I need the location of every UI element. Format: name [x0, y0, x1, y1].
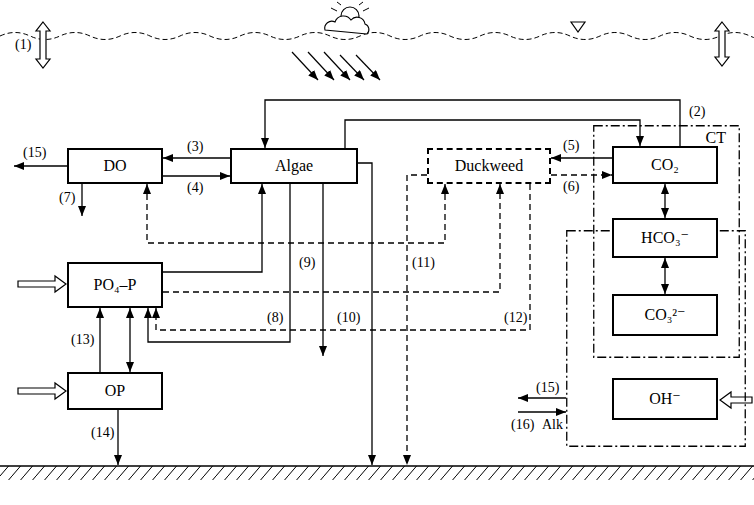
callout-number: (16)	[510, 417, 535, 433]
region-outline	[594, 126, 740, 358]
callout-number: (8)	[266, 310, 284, 326]
node-label: HCO₃⁻	[641, 229, 689, 247]
loss-arrow	[81, 184, 82, 216]
state-box: Algae	[230, 148, 358, 184]
light-ray	[292, 52, 318, 80]
input-arrow	[720, 392, 752, 408]
light-ray	[324, 52, 350, 80]
node-label: OP	[105, 382, 125, 400]
input-arrow	[18, 276, 66, 292]
region-label: Alk	[542, 417, 563, 433]
node-label: CO₂	[651, 156, 679, 174]
ct-region: CT CO₂ HCO₃⁻ CO₃²⁻	[593, 125, 740, 358]
flow-arrow	[148, 184, 290, 342]
callout-number: (7)	[58, 190, 76, 206]
species-box: HCO₃⁻	[612, 218, 718, 258]
flow-arrow	[156, 184, 530, 330]
callout-number: (1)	[14, 37, 32, 53]
species-box: CO₃²⁻	[612, 294, 718, 336]
node-label: Algae	[275, 157, 313, 175]
region-label: CT	[706, 129, 726, 147]
callout-number: (13)	[70, 332, 95, 348]
flow-arrow	[551, 157, 612, 158]
callout-number: (10)	[336, 310, 361, 326]
flow-arrow	[163, 184, 500, 292]
callout-number: (15)	[22, 145, 47, 161]
input-arrow	[18, 383, 66, 399]
loss-arrow	[518, 397, 566, 398]
water-level-symbol	[571, 22, 585, 32]
callout-number: (9)	[298, 255, 316, 271]
state-box: Duckweed	[427, 148, 551, 184]
light-ray	[356, 55, 380, 80]
callout-number: (14)	[90, 425, 115, 441]
callout-number: (12)	[503, 310, 528, 326]
callout-number: (15)	[535, 380, 560, 396]
flow-arrow	[163, 157, 230, 158]
region-outline	[567, 231, 746, 447]
node-label: Duckweed	[455, 157, 523, 175]
cloud	[325, 16, 369, 34]
callout-number: (4)	[186, 180, 204, 196]
sediment-bed	[0, 465, 754, 466]
settling-arrow	[117, 410, 118, 465]
state-box: PO₄–P	[67, 262, 163, 308]
sediment-hatch	[0, 466, 754, 480]
state-box: DO	[67, 148, 163, 184]
flow-arrow	[163, 175, 230, 176]
flow-arrow	[163, 184, 262, 272]
flow-arrow	[345, 120, 640, 148]
exchange-arrow	[715, 22, 729, 66]
flow-arrow	[664, 258, 665, 294]
flow-arrow	[129, 308, 130, 372]
species-box: CO₂	[612, 146, 718, 184]
callout-number: (3)	[186, 139, 204, 155]
loss-arrow	[14, 165, 67, 166]
exchange-arrow	[36, 22, 50, 68]
sun-rays	[331, 2, 369, 11]
state-box: OP	[67, 372, 163, 410]
water-surface	[0, 33, 754, 40]
flow-arrow	[265, 100, 680, 148]
node-label: CO₃²⁻	[644, 306, 685, 324]
callout-number: (6)	[562, 179, 580, 195]
callout-number: (11)	[411, 255, 436, 271]
flow-arrow	[664, 184, 665, 218]
alk-region: AlkOH⁻	[566, 230, 746, 447]
node-label: PO₄–P	[94, 276, 137, 294]
node-label: DO	[103, 157, 126, 175]
species-box: OH⁻	[612, 378, 718, 420]
settling-arrow	[407, 175, 427, 465]
callout-number: (2)	[688, 104, 706, 120]
callout-number: (5)	[562, 138, 580, 154]
input-arrow	[518, 411, 566, 412]
flow-arrow	[551, 174, 612, 175]
node-label: OH⁻	[649, 390, 681, 408]
flow-arrow	[99, 308, 100, 372]
light-ray	[308, 52, 334, 80]
